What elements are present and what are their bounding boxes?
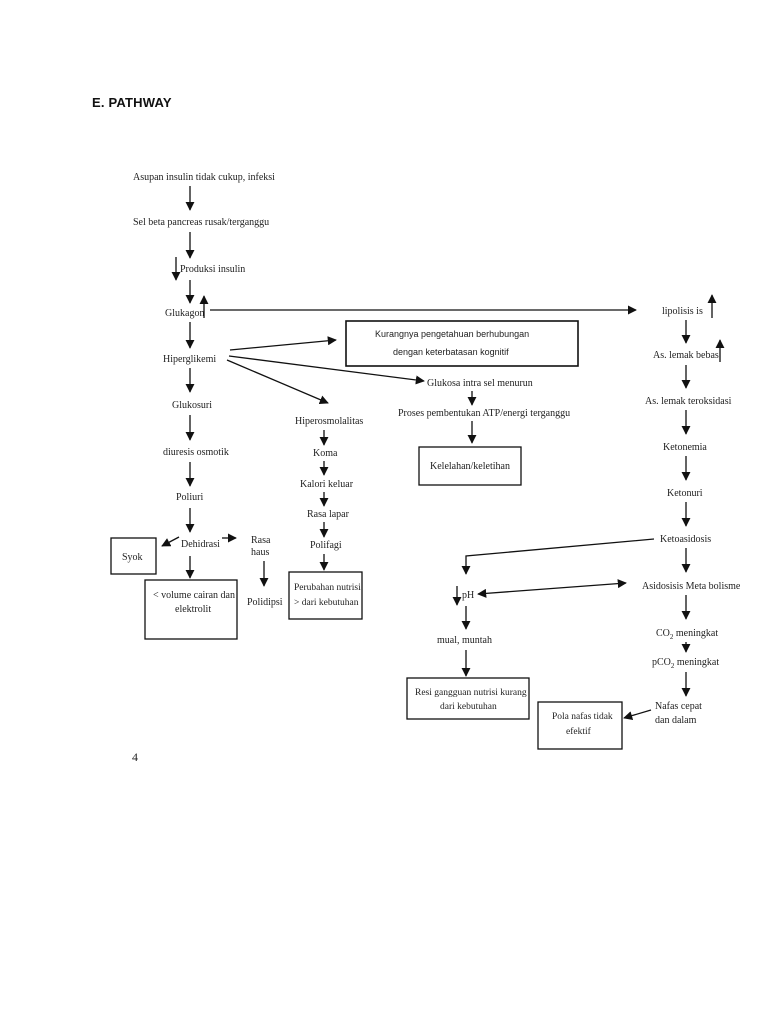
box-perubahan-nutrisi — [288, 571, 363, 620]
node-sel-beta: Sel beta pancreas rusak/terganggu — [133, 217, 269, 228]
node-proses-atp: Proses pembentukan ATP/energi terganggu — [398, 408, 570, 419]
arrow-ketoasidosis-ph — [461, 538, 655, 575]
node-hiperglikemi: Hiperglikemi — [163, 354, 216, 365]
pco2-label: pCO — [652, 657, 671, 668]
node-rasa-haus-line1: Rasa — [251, 535, 271, 546]
node-lipolisis: lipolisis is — [662, 306, 703, 317]
node-mual: mual, muntah — [437, 635, 492, 646]
node-perubahan-line1: Perubahan nutrisi — [294, 583, 361, 593]
co2-suffix: meningkat — [673, 628, 718, 639]
pco2-subscript: 2 — [671, 662, 675, 670]
node-asupan: Asupan insulin tidak cukup, infeksi — [133, 172, 275, 183]
node-glukagon: Glukagon — [165, 308, 204, 319]
arrow-dehidrasi-syok — [161, 536, 180, 547]
arrow-hiperglikemi-kurangnya — [229, 336, 337, 351]
node-glukosa-intrasel: Glukosa intra sel menurun — [427, 378, 533, 389]
node-glukosuri: Glukosuri — [172, 400, 212, 411]
box-resiko-gangguan — [406, 677, 530, 720]
node-ketonuri: Ketonuri — [667, 488, 703, 499]
pco2-suffix: meningkat — [674, 657, 719, 668]
node-kalori-keluar: Kalori keluar — [300, 479, 354, 490]
box-volume-cairan — [144, 579, 238, 640]
arrow-hiperglikemi-glukosaintrasel — [228, 355, 425, 385]
box-kurangnya-pengetahuan — [345, 320, 579, 367]
node-volume-line2: elektrolit — [175, 604, 211, 615]
node-ketonemia: Ketonemia — [663, 442, 707, 453]
co2-label: CO — [656, 628, 670, 639]
node-pola-line1: Pola nafas tidak — [552, 711, 613, 722]
node-kurangnya-line2: dengan keterbatasan kognitif — [393, 347, 509, 357]
node-koma: Koma — [313, 448, 338, 459]
node-poliuri: Poliuri — [176, 492, 203, 503]
arrow-nafas-pola — [623, 709, 652, 721]
node-produksi-insulin: Produksi insulin — [180, 264, 245, 275]
node-co2: CO2 meningkat — [656, 628, 718, 641]
node-asidosis: Asidosisis Meta bolisme — [642, 581, 741, 592]
box-kelelahan — [418, 446, 522, 486]
node-pola-line2: efektif — [566, 726, 592, 737]
node-syok: Syok — [122, 552, 143, 563]
node-pco2: pCO2 meningkat — [652, 657, 719, 670]
node-nafas-line1: Nafas cepat — [655, 701, 702, 712]
node-ketoasidosis: Ketoasidosis — [660, 534, 711, 545]
node-as-lemak-teroksidasi: As. lemak teroksidasi — [645, 396, 732, 407]
node-dehidrasi: Dehidrasi — [181, 539, 220, 550]
node-polifagi: Polifagi — [310, 540, 342, 551]
node-rasa-lapar: Rasa lapar — [307, 509, 350, 520]
node-kelelahan: Kelelahan/keletihan — [430, 461, 510, 472]
node-kurangnya-line1: Kurangnya pengetahuan berhubungan — [375, 329, 529, 339]
node-resiko-line2: dari kebutuhan — [440, 702, 497, 712]
node-volume-line1: < volume cairan dan — [153, 590, 235, 601]
node-polidipsi: Polidipsi — [247, 597, 283, 608]
node-diuresis: diuresis osmotik — [163, 447, 229, 458]
node-hiperosmolalitas: Hiperosmolalitas — [295, 416, 363, 427]
co2-subscript: 2 — [670, 633, 674, 641]
box-pola-nafas — [537, 701, 623, 750]
arrow-hiperglikemi-hiperosmolalitas — [226, 359, 329, 404]
node-perubahan-line2: > dari kebutuhan — [294, 598, 359, 608]
section-heading: E. PATHWAY — [92, 95, 172, 110]
node-ph: pH — [462, 590, 474, 601]
node-nafas-line2: dan dalam — [655, 715, 697, 726]
page-number: 4 — [132, 750, 138, 764]
node-resiko-line1: Resi gangguan nutrisi kurang — [415, 688, 527, 698]
box-syok — [110, 537, 157, 575]
node-rasa-haus-line2: haus — [251, 547, 269, 558]
node-as-lemak-bebas: As. lemak bebas — [653, 350, 719, 361]
arrow-ph-asidosis — [477, 579, 627, 598]
